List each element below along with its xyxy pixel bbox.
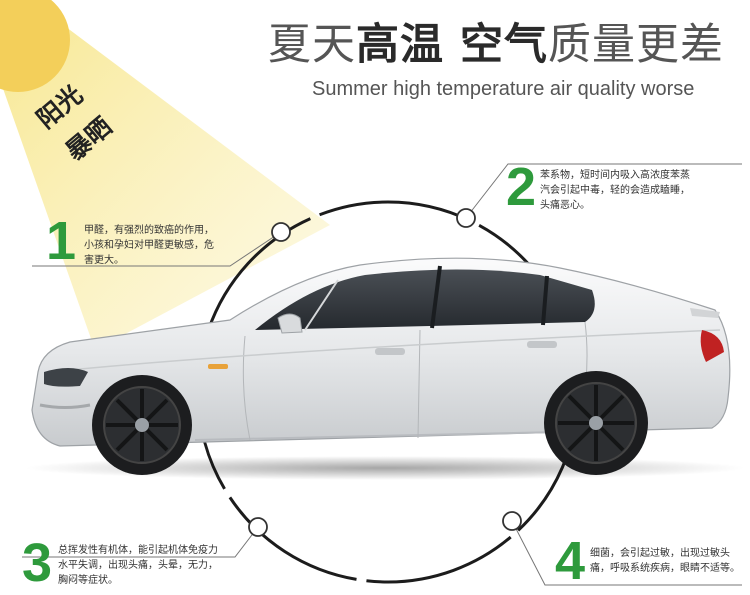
callout-2-line: 头痛恶心。 <box>540 200 590 211</box>
callout-leaders <box>22 163 742 586</box>
title-part-2: 高温 空气 <box>356 20 548 70</box>
callout-markers <box>248 208 522 537</box>
callout-4-line: 痛，呼吸系统疾病，眼睛不适等。 <box>590 563 740 574</box>
marker-1 <box>271 222 291 242</box>
sun-icon <box>0 0 70 92</box>
marker-4 <box>502 511 522 531</box>
callout-3-line: 总挥发性有机体，能引起机体免疫力 <box>58 545 218 556</box>
callout-4-text: 细菌，会引起过敏，出现过敏头 痛，呼吸系统疾病，眼睛不适等。 <box>590 546 740 576</box>
callout-2-text: 苯系物，短时间内吸入高浓度苯蒸 汽会引起中毒，轻的会造成瞌睡， 头痛恶心。 <box>540 168 690 213</box>
page-title: 夏天高温 空气质量更差 <box>268 20 738 70</box>
callout-1-line: 甲醛，有强烈的致癌的作用， <box>84 225 214 236</box>
callout-1-number: 1 <box>46 211 77 271</box>
callout-4-line: 细菌，会引起过敏，出现过敏头 <box>590 548 730 559</box>
title-part-3: 质量更差 <box>547 20 724 70</box>
callout-2-number: 2 <box>506 157 537 217</box>
callout-3-line: 胸闷等症状。 <box>58 575 118 586</box>
title-part-1: 夏天 <box>268 20 356 70</box>
rear-wheel <box>544 371 648 475</box>
front-wheel <box>92 375 192 475</box>
callout-1-line: 害更大。 <box>84 255 124 266</box>
callout-4-number: 4 <box>555 531 586 591</box>
car-windows <box>255 269 595 330</box>
marker-3 <box>248 517 268 537</box>
callout-2-line: 苯系物，短时间内吸入高浓度苯蒸 <box>540 170 690 181</box>
page-subtitle: Summer high temperature air quality wors… <box>312 78 695 100</box>
marker-2 <box>456 208 476 228</box>
callout-1-line: 小孩和孕妇对甲醛更敏感，危 <box>84 240 214 251</box>
callout-3-line: 水平失调，出现头痛，头晕，无力， <box>58 560 218 571</box>
callout-1-text: 甲醛，有强烈的致癌的作用， 小孩和孕妇对甲醛更敏感，危 害更大。 <box>84 223 214 268</box>
callout-2-line: 汽会引起中毒，轻的会造成瞌睡， <box>540 185 690 196</box>
callout-3-text: 总挥发性有机体，能引起机体免疫力 水平失调，出现头痛，头晕，无力， 胸闷等症状。 <box>58 543 218 588</box>
callout-3-number: 3 <box>22 533 53 593</box>
